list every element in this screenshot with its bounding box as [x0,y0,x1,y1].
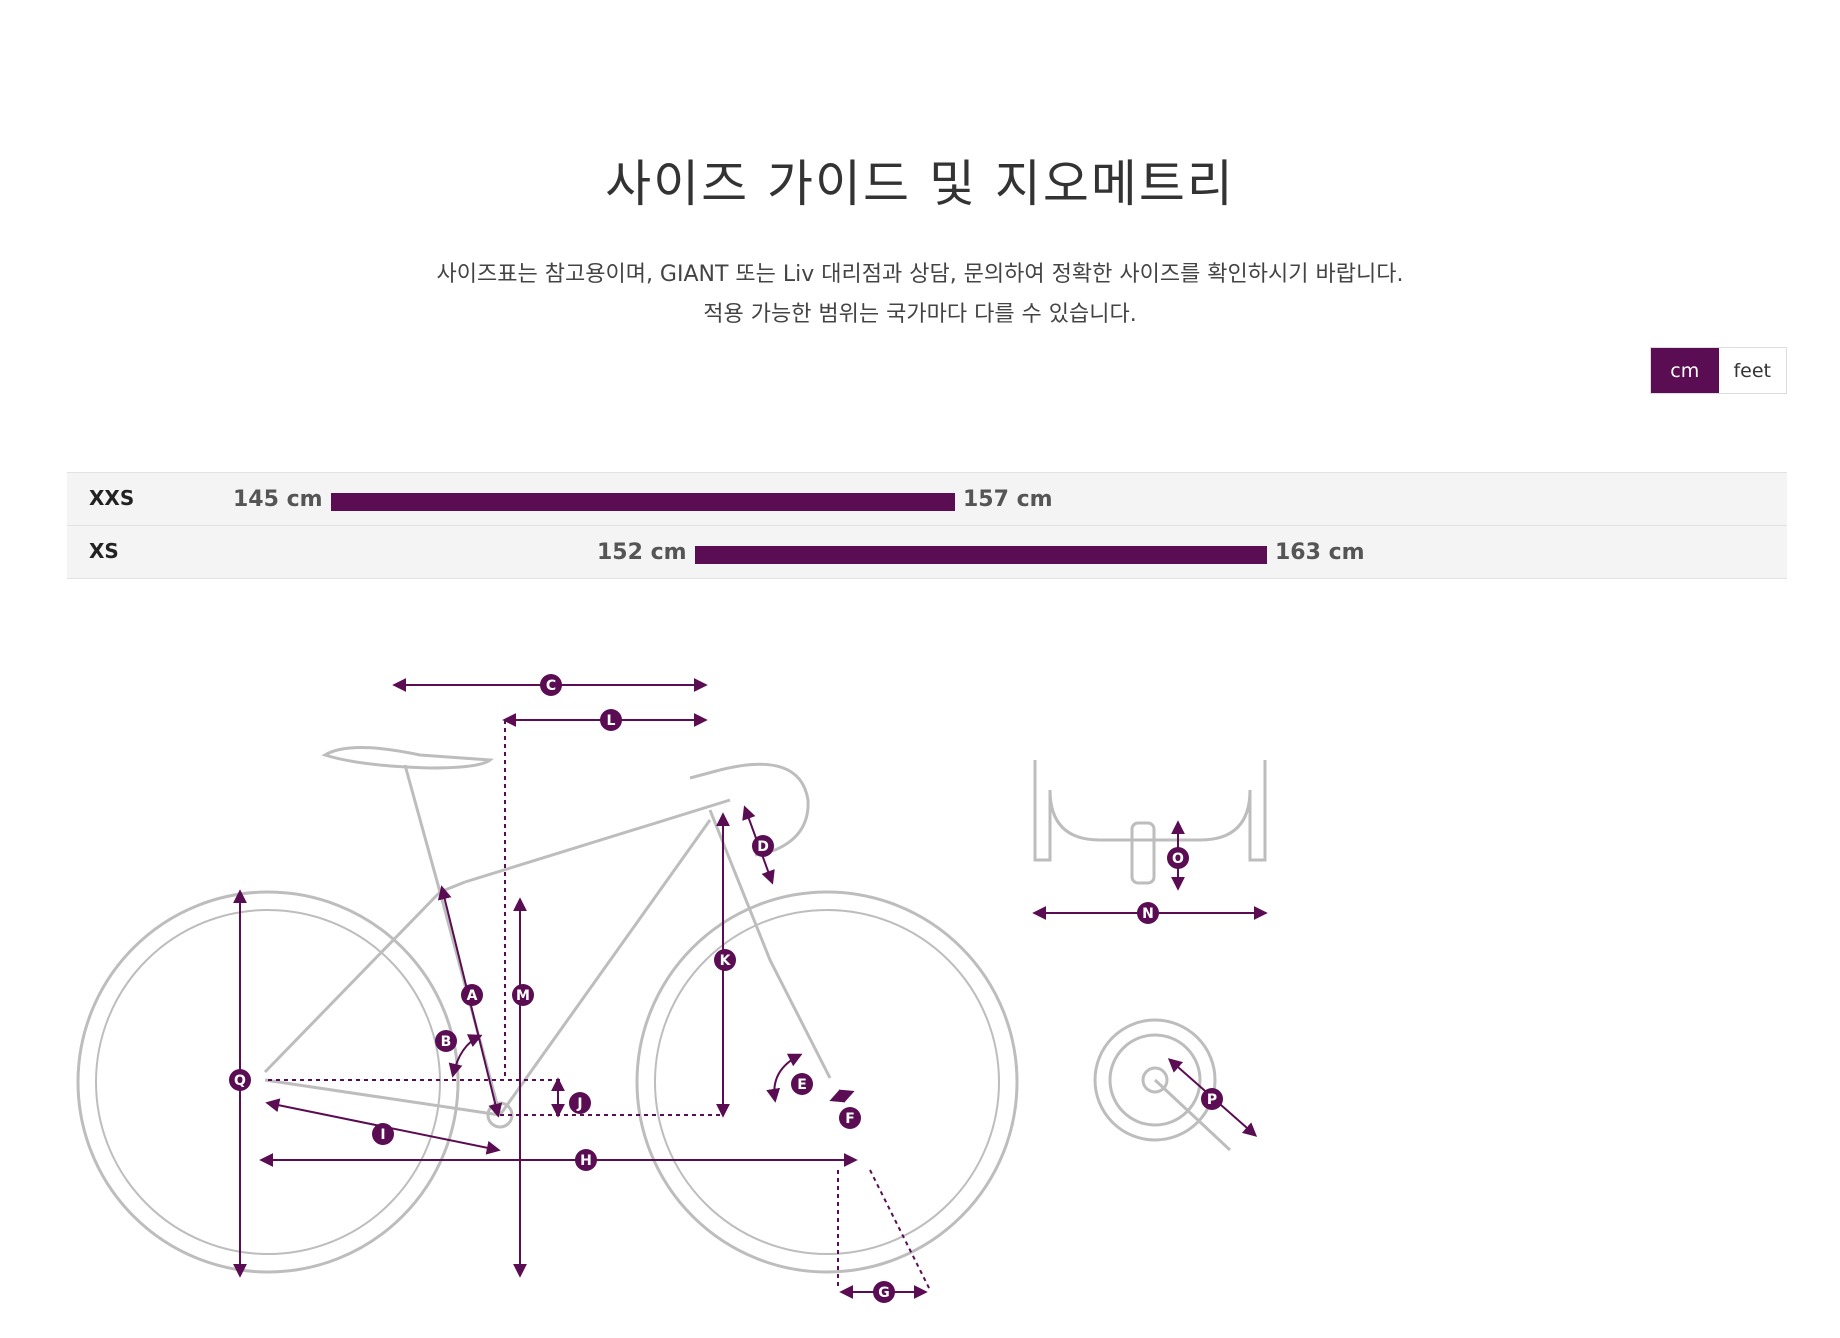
marker-i: I [372,1123,394,1145]
handlebar-icon [719,762,810,857]
crankset-icon [1093,1018,1232,1152]
size-row-xxs: XXS 145 cm 157 cm [67,472,1787,525]
svg-text:K: K [720,953,732,969]
bike-illustration [76,746,1019,1274]
notice-line-2: 적용 가능한 범위는 국가마다 다를 수 있습니다. [703,302,1137,327]
front-wheel-rim [654,909,1000,1255]
rear-wheel-icon [76,890,460,1274]
marker-k: K [714,949,736,971]
size-range-table: XXS 145 cm 157 cm XS 152 cm 163 cm [67,472,1787,579]
svg-text:A: A [467,988,478,1004]
svg-text:O: O [1172,851,1184,867]
svg-text:B: B [441,1034,452,1050]
marker-m: M [512,984,534,1006]
svg-text:F: F [845,1111,855,1127]
marker-h: H [575,1149,597,1171]
top-tube [464,798,731,884]
height-range-bar [695,546,1267,564]
svg-text:M: M [516,988,530,1004]
head-tube [708,809,732,861]
range-max-label: 157 cm [963,487,1053,512]
svg-text:L: L [607,713,616,729]
unit-cm-button[interactable]: cm [1651,348,1719,393]
marker-j: J [569,1092,591,1114]
size-label: XS [89,539,119,563]
marker-e: E [791,1073,813,1095]
marker-p: P [1201,1088,1223,1110]
svg-text:P: P [1207,1092,1217,1108]
down-tube [498,819,712,1116]
size-row-xs: XS 152 cm 163 cm [67,525,1787,579]
marker-a: A [461,984,483,1006]
svg-text:H: H [580,1153,592,1169]
marker-f: F [839,1107,861,1129]
rear-wheel-rim [95,909,441,1255]
marker-l: L [600,709,622,731]
range-max-label: 163 cm [1275,540,1365,565]
marker-q: Q [229,1069,251,1091]
marker-c: C [540,674,562,696]
range-min-label: 145 cm [233,487,323,512]
svg-text:D: D [757,839,769,855]
front-wheel-icon [635,890,1019,1274]
geometry-diagram: C L D A M K B Q E J F I H G O N P [76,674,1268,1303]
dimension-lines [233,678,1268,1299]
marker-g: G [873,1281,895,1303]
unit-feet-button[interactable]: feet [1718,348,1786,393]
unit-toggle: cm feet [1650,347,1787,394]
svg-text:N: N [1142,906,1154,922]
page-title: 사이즈 가이드 및 지오메트리 [605,155,1235,213]
svg-text:J: J [576,1096,582,1112]
range-min-label: 152 cm [597,540,687,565]
marker-o: O [1167,847,1189,869]
saddle-icon [321,746,494,770]
svg-text:Q: Q [234,1073,246,1089]
notice-line-1: 사이즈표는 참고용이며, GIANT 또는 Liv 대리점과 상담, 문의하여 … [436,262,1404,287]
marker-b: B [435,1030,457,1052]
svg-text:G: G [878,1285,890,1301]
svg-text:C: C [546,678,556,694]
stem [689,768,721,780]
svg-text:I: I [380,1127,385,1143]
seat-post [403,764,442,893]
height-range-bar [331,493,955,511]
fork [728,859,832,1079]
marker-d: D [752,835,774,857]
handlebar-top-view [1033,760,1267,885]
size-guide-notice: 사이즈표는 참고용이며, GIANT 또는 Liv 대리점과 상담, 문의하여 … [0,255,1840,335]
size-label: XXS [89,486,135,510]
dimension-markers: C L D A M K B Q E J F I H G O N P [229,674,1223,1303]
marker-n: N [1137,902,1159,924]
svg-text:E: E [797,1077,807,1093]
